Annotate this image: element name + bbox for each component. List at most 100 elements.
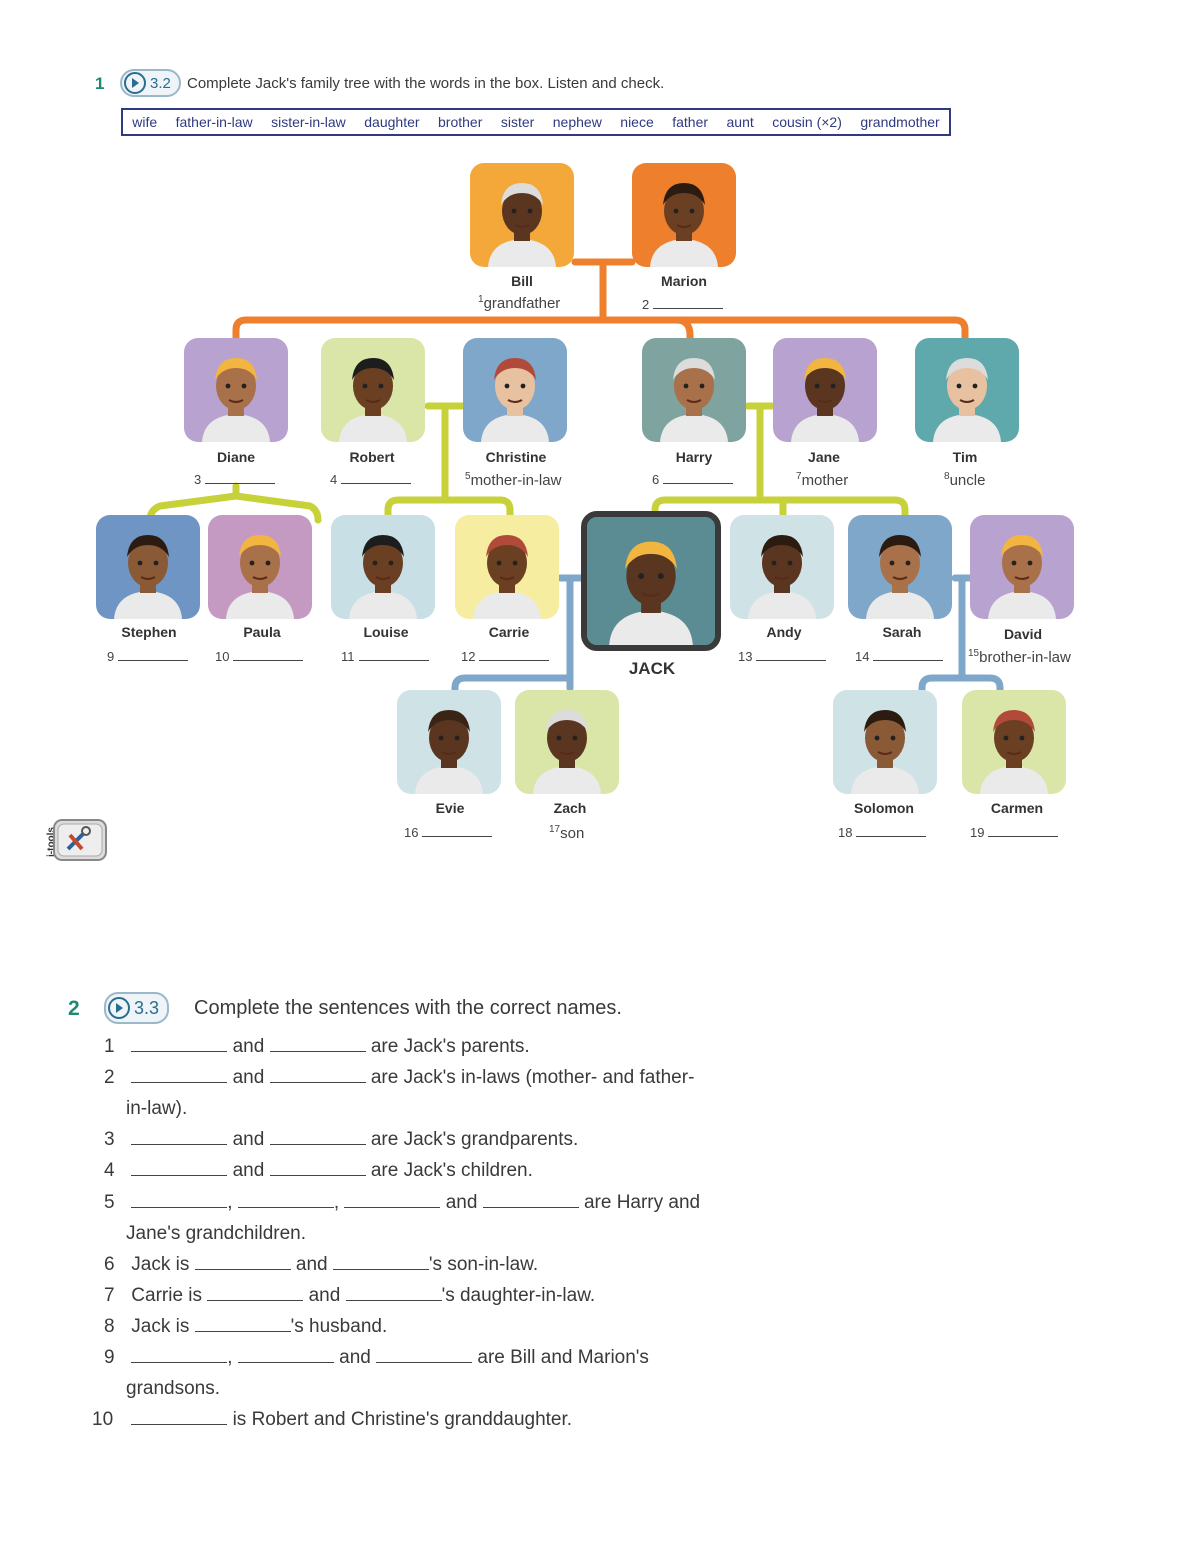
person-name: David (1003, 626, 1043, 642)
avatar-carmen (962, 690, 1066, 794)
answer-blank[interactable] (131, 1068, 228, 1083)
person-name: Carrie (488, 624, 530, 640)
answer-blank[interactable] (341, 471, 412, 484)
avatar-david (970, 515, 1074, 619)
avatar-marion (632, 163, 736, 267)
sentence-number: 9 (104, 1347, 115, 1368)
answer-blank[interactable] (131, 1193, 228, 1208)
word-box-item: wife (132, 114, 158, 130)
answer-blank[interactable] (131, 1161, 228, 1176)
sentence-number: 8 (104, 1316, 115, 1337)
answer-blank[interactable] (237, 1193, 334, 1208)
answer-blank[interactable] (988, 824, 1059, 837)
word-box-item: father (672, 114, 709, 130)
answer-blank[interactable] (207, 1286, 304, 1301)
answer-blank[interactable] (856, 824, 927, 837)
answer-blank[interactable] (332, 1255, 429, 1270)
sentence-1: 1 and are Jack's parents. (104, 1036, 530, 1058)
answer-blank[interactable] (663, 471, 734, 484)
itools-button[interactable]: i-tools (38, 817, 110, 868)
sentence-text: is Robert and Christine's granddaughter. (232, 1409, 573, 1430)
sentence-text: are Harry and (583, 1192, 701, 1213)
avatar-paula (208, 515, 312, 619)
answer-blank[interactable] (756, 648, 827, 661)
answer-blank[interactable] (233, 648, 304, 661)
answer-blank[interactable] (194, 1255, 291, 1270)
answer-blank[interactable] (344, 1193, 441, 1208)
relationship-label: 7mother (796, 471, 848, 489)
item-number: 5 (465, 471, 471, 482)
play-icon (124, 72, 146, 94)
sentence-number: 10 (92, 1409, 114, 1430)
relationship-label: 18 (838, 824, 927, 841)
person-name: Marion (661, 273, 707, 289)
answer-blank[interactable] (479, 648, 550, 661)
itools-label: i-tools (46, 827, 57, 857)
relationship-label: 5mother-in-law (465, 471, 561, 489)
answer-blank[interactable] (873, 648, 944, 661)
answer-blank[interactable] (269, 1037, 366, 1052)
sentence-text: are Jack's children. (370, 1160, 533, 1181)
avatar-solomon (833, 690, 937, 794)
answer-blank[interactable] (345, 1286, 442, 1301)
answer-blank[interactable] (422, 824, 493, 837)
sentence-text: are Jack's grandparents. (370, 1129, 579, 1150)
person-name: Carmen (990, 800, 1044, 816)
answer-blank[interactable] (131, 1410, 228, 1425)
audio-track-3-3-button[interactable]: 3.3 (104, 992, 170, 1024)
avatar-sarah (848, 515, 952, 619)
answer-blank[interactable] (237, 1348, 334, 1363)
sentence-number: 5 (104, 1192, 115, 1213)
answer-blank[interactable] (269, 1068, 366, 1083)
sentence-text: , (333, 1192, 340, 1213)
item-number: 8 (944, 471, 950, 482)
answer-blank[interactable] (131, 1348, 228, 1363)
answer-blank[interactable] (118, 648, 189, 661)
sentence-10: 10 is Robert and Christine's granddaught… (92, 1409, 572, 1431)
answer-blank[interactable] (194, 1317, 291, 1332)
relationship-answer: mother-in-law (470, 472, 562, 489)
word-box-item: cousin (×2) (772, 114, 842, 130)
sentence-7: 7 Carrie is and 's daughter-in-law. (104, 1285, 595, 1307)
item-number: 17 (549, 824, 561, 835)
exercise-1-number: 1 (95, 74, 105, 93)
sentence-text: Jack is (131, 1254, 190, 1275)
answer-blank[interactable] (358, 648, 429, 661)
relationship-label: 4 (330, 471, 412, 488)
sentence-number: 4 (104, 1160, 115, 1181)
answer-blank[interactable] (482, 1193, 579, 1208)
avatar-diane (184, 338, 288, 442)
sentence-text: , (227, 1192, 233, 1213)
sentence-text: are Jack's in-laws (mother- and father- (370, 1067, 695, 1088)
person-name: Harry (675, 449, 713, 465)
item-number: 7 (796, 471, 802, 482)
sentence-6: 6 Jack is and 's son-in-law. (104, 1254, 538, 1276)
person-name: Robert (349, 449, 395, 465)
item-number: 1 (478, 294, 484, 305)
sentence-text: and (308, 1285, 341, 1306)
answer-blank[interactable] (131, 1130, 228, 1145)
word-box-item: father-in-law (175, 114, 253, 130)
person-name: Stephen (121, 624, 177, 640)
sentence-text: and (232, 1036, 265, 1057)
relationship-label: 16 (404, 824, 493, 841)
sentence-text: Carrie is (131, 1285, 203, 1306)
item-number: 9 (107, 649, 115, 664)
item-number: 11 (341, 649, 355, 664)
avatar-andy (730, 515, 834, 619)
sentence-text: and (232, 1129, 265, 1150)
answer-blank[interactable] (653, 296, 724, 309)
relationship-label: 9 (107, 648, 189, 665)
avatar-louise (331, 515, 435, 619)
avatar-bill (470, 163, 574, 267)
answer-blank[interactable] (131, 1037, 228, 1052)
sentence-9-continuation: grandsons. (126, 1378, 221, 1399)
relationship-answer: son (560, 825, 585, 842)
answer-blank[interactable] (269, 1130, 366, 1145)
sentence-number: 1 (104, 1036, 115, 1057)
answer-blank[interactable] (269, 1161, 366, 1176)
answer-blank[interactable] (376, 1348, 473, 1363)
answer-blank[interactable] (205, 471, 276, 484)
audio-track-3-2-button[interactable]: 3.2 (120, 69, 181, 97)
relationship-label: 10 (215, 648, 304, 665)
